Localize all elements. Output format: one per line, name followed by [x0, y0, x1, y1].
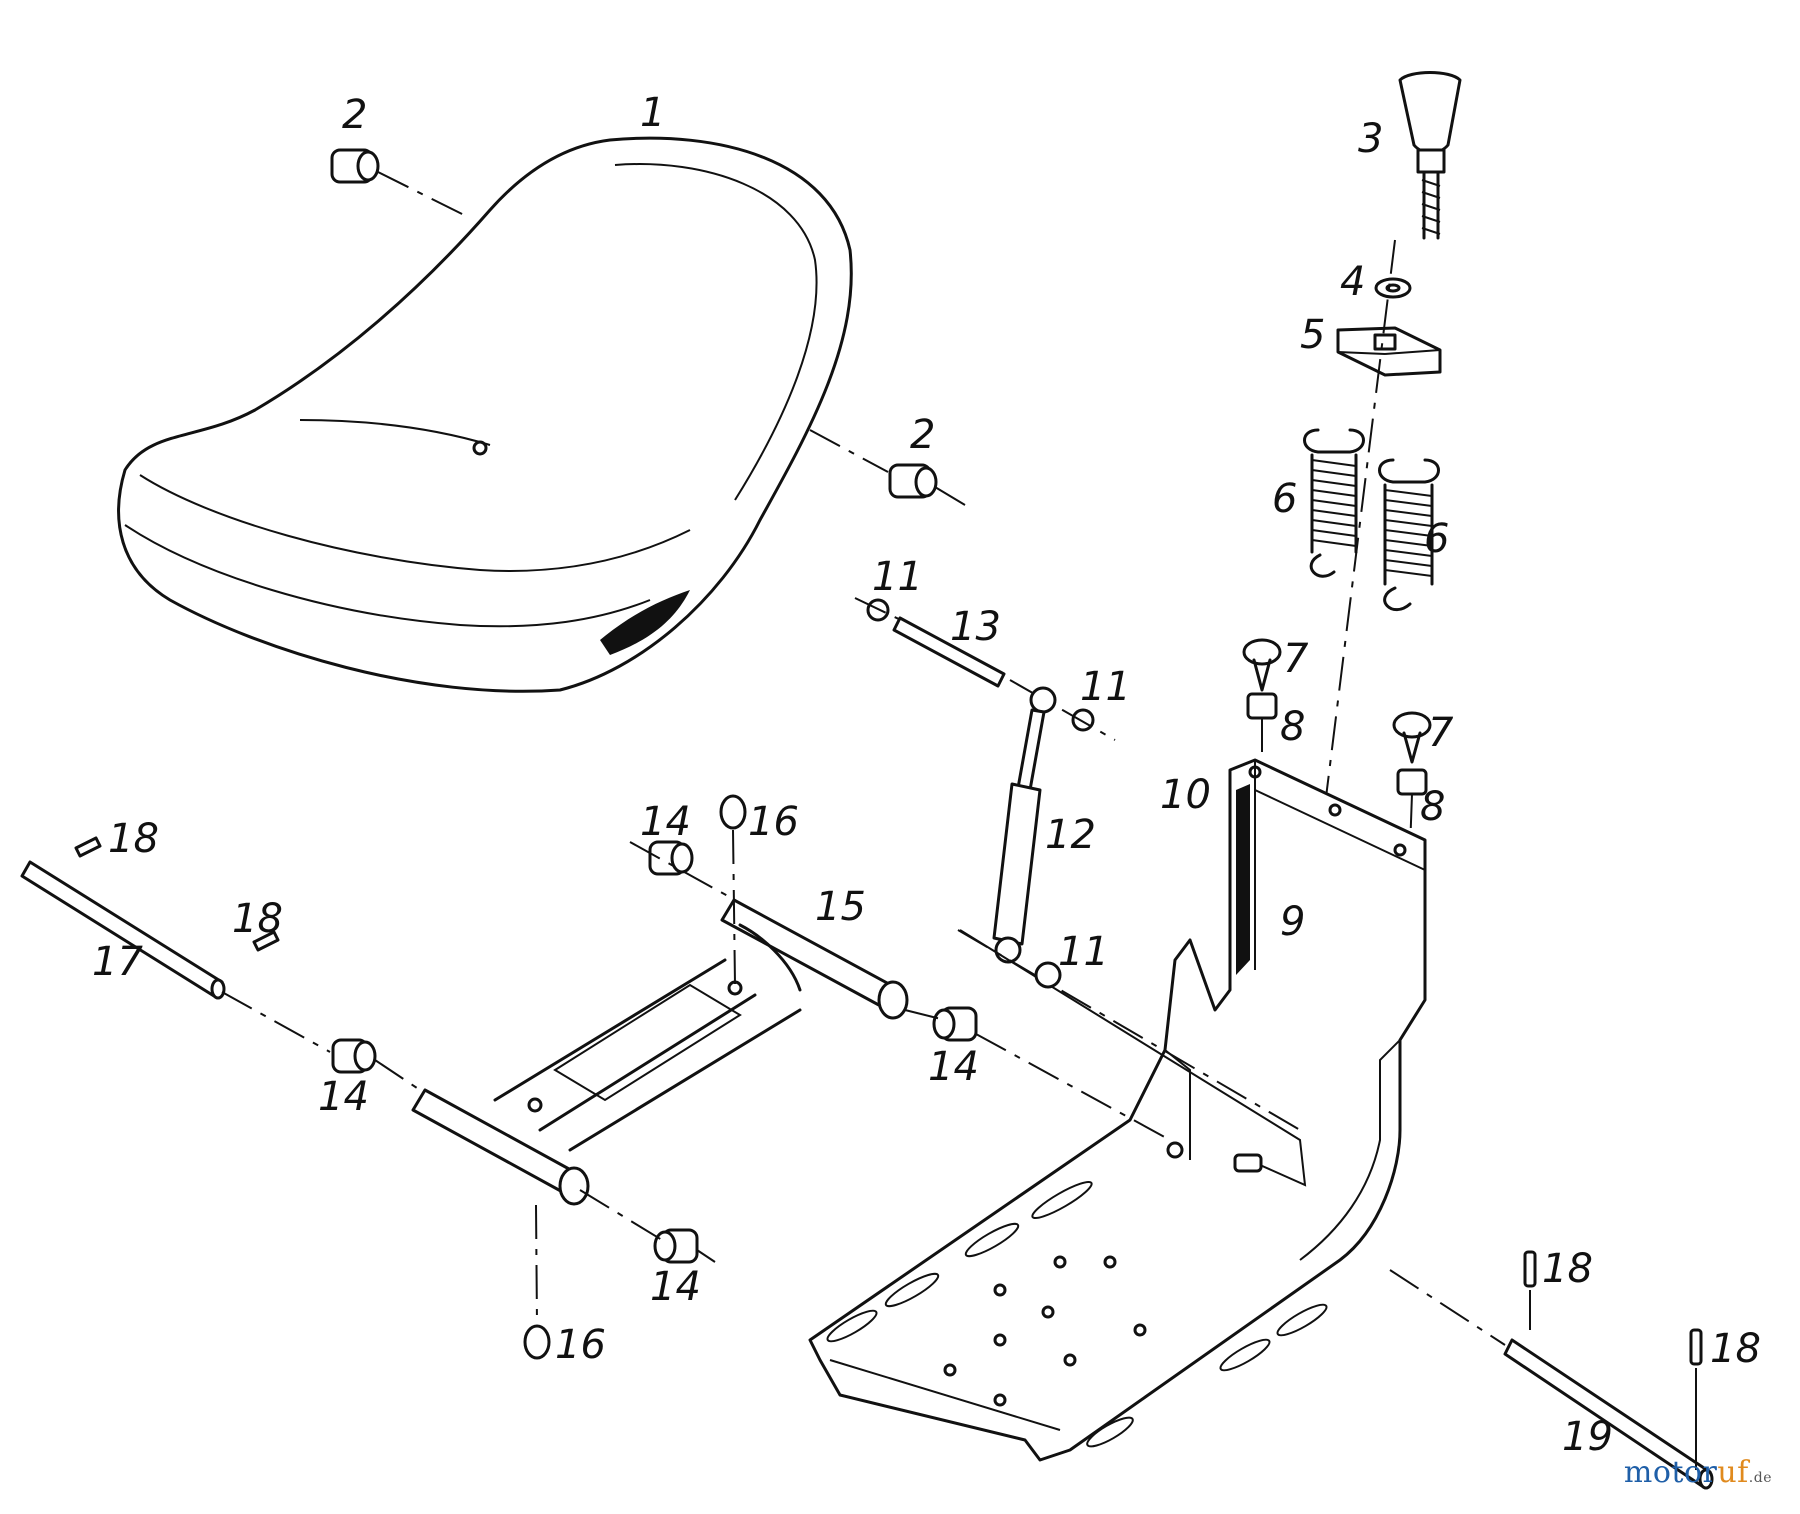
retaining-ring-part-upper — [854, 597, 906, 623]
callout-18-b: 18 — [232, 896, 283, 942]
callout-18-a: 18 — [108, 816, 159, 862]
callout-19: 19 — [1562, 1414, 1613, 1460]
callout-8-lower: 8 — [1420, 784, 1445, 830]
slide-bracket-part — [1336, 326, 1442, 377]
retaining-ring-part-middle — [1009, 679, 1116, 741]
callout-8-upper: 8 — [1280, 704, 1305, 750]
split-pin-part-18-a — [74, 836, 102, 858]
callout-10: 10 — [1160, 772, 1211, 818]
callout-17: 17 — [92, 939, 143, 985]
callout-16-upper: 16 — [748, 799, 799, 845]
screw-part-lower — [1392, 711, 1432, 764]
callout-14-c: 14 — [318, 1074, 369, 1120]
callout-2-lower: 2 — [910, 412, 935, 458]
swing-frame-part — [411, 898, 909, 1206]
nut-part-lower — [1396, 768, 1428, 851]
damper-part-12 — [957, 686, 1307, 1187]
callout-11-lower: 11 — [1058, 929, 1109, 975]
bumper-part-lower — [809, 429, 966, 506]
callout-18-d: 18 — [1710, 1326, 1761, 1372]
watermark-accent-text: uf — [1717, 1455, 1749, 1490]
callout-15: 15 — [815, 884, 866, 930]
split-pin-part-18-d — [1689, 1328, 1703, 1470]
bushing-part-14-d — [579, 1189, 716, 1264]
callout-18-c: 18 — [1542, 1246, 1593, 1292]
callout-14-b: 14 — [928, 1044, 979, 1090]
callout-6-right: 6 — [1424, 516, 1449, 562]
split-pin-part-18-c — [1523, 1250, 1537, 1330]
pin-part-13 — [892, 616, 1006, 688]
washer-part-4 — [1374, 277, 1412, 299]
retaining-ring-part-lower — [1034, 961, 1062, 989]
bushing-part-14-b — [904, 1006, 1171, 1141]
split-pin-part-18-b — [252, 930, 280, 952]
grease-nipple-part-16-lower — [523, 1204, 551, 1360]
callout-4: 4 — [1340, 259, 1365, 305]
callout-11-upper: 11 — [872, 554, 923, 600]
motoruf-watermark: motoruf.de — [1624, 1455, 1772, 1490]
axle-pin-part-19 — [1389, 1269, 1714, 1490]
screw-part-upper — [1242, 638, 1282, 692]
callout-16-lower: 16 — [555, 1322, 606, 1368]
seat-frame-part — [808, 758, 1427, 1462]
callout-6-left: 6 — [1272, 476, 1297, 522]
bushing-part-14-c — [331, 1038, 421, 1091]
callout-5: 5 — [1300, 312, 1325, 358]
callout-12: 12 — [1045, 812, 1096, 858]
watermark-main-text: motor — [1623, 1455, 1718, 1490]
callout-13: 13 — [950, 604, 1001, 650]
callout-1: 1 — [640, 90, 665, 136]
callout-2-upper: 2 — [342, 92, 367, 138]
seat-part — [117, 136, 853, 693]
bushing-part-14-a — [629, 840, 736, 901]
callout-11-middle: 11 — [1080, 664, 1131, 710]
callout-3: 3 — [1358, 116, 1383, 162]
spring-part-right — [1378, 458, 1440, 612]
callout-7-lower: 7 — [1428, 710, 1454, 756]
callout-7-upper: 7 — [1283, 636, 1309, 682]
callout-14-a: 14 — [640, 799, 691, 845]
callout-9: 9 — [1280, 899, 1305, 945]
callout-14-d: 14 — [650, 1264, 701, 1310]
knob-bolt-part — [1398, 71, 1462, 240]
watermark-tld-text: .de — [1748, 1470, 1772, 1486]
bumper-part-upper — [330, 148, 471, 219]
grease-nipple-part-16-upper — [719, 794, 747, 986]
axle-pin-part-17 — [20, 860, 331, 1053]
spring-part-left — [1303, 428, 1365, 578]
